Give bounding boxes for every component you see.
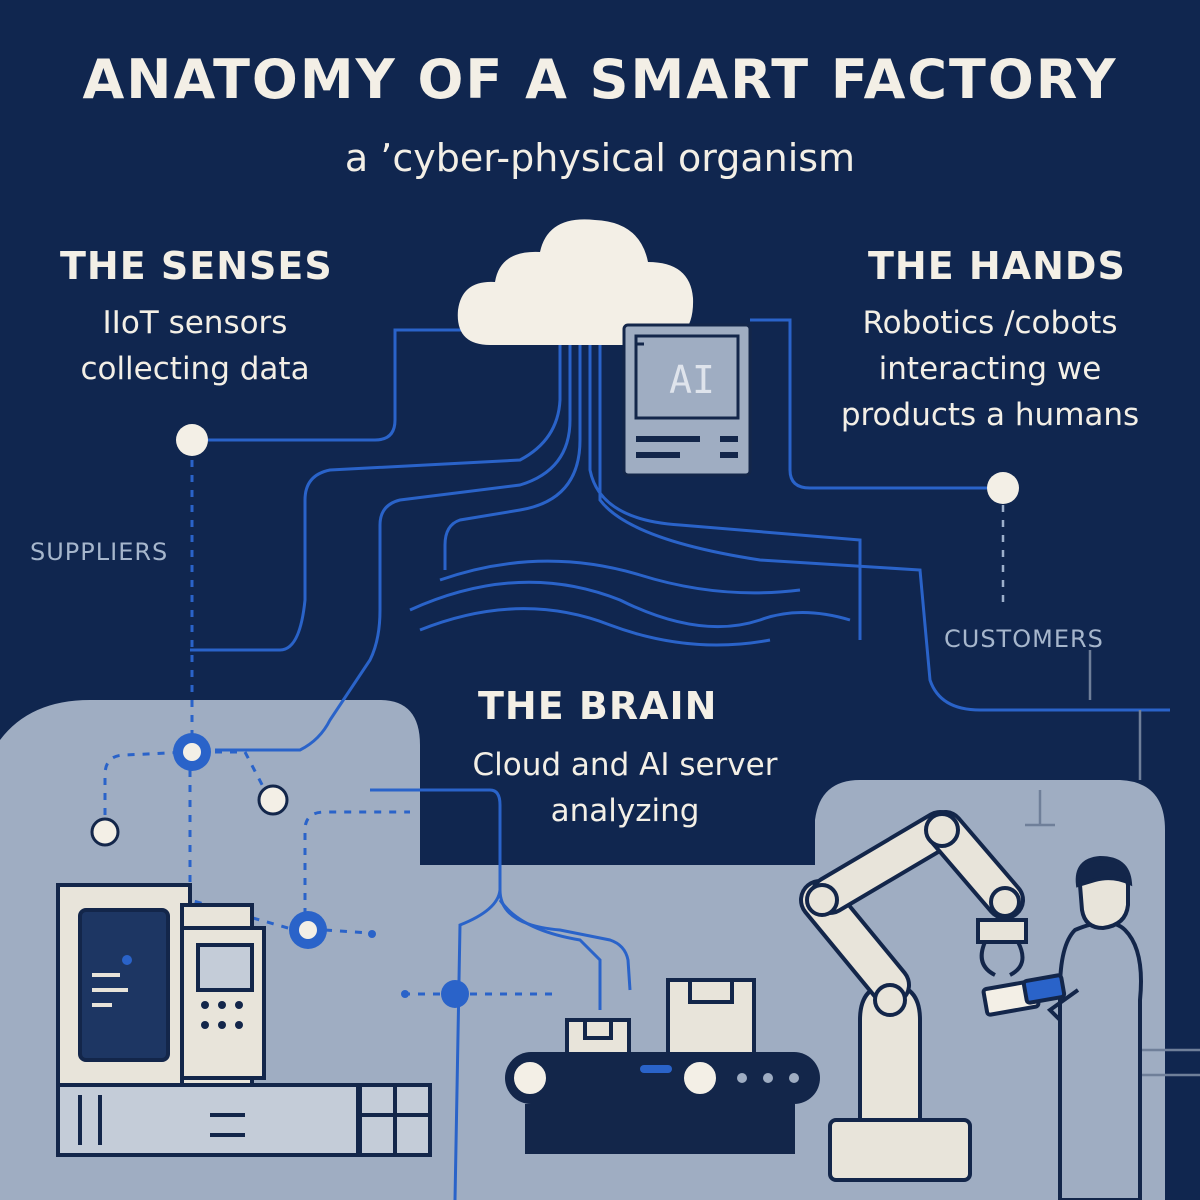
network-lines [190,305,1170,1200]
cloud-icon [457,219,694,345]
hands-description: Robotics /cobots interacting we products… [810,300,1170,438]
senses-line-1: IIoT sensors [102,305,288,341]
page-subtitle: a ’cyber-physical organism [344,136,856,180]
hands-line-2: interacting we [878,351,1102,387]
grey-lines [1025,650,1200,1077]
sensor-node-icon [90,424,1019,1008]
cnc-machine-icon [56,883,432,1157]
ai-server-icon [622,323,752,477]
senses-line-2: collecting data [80,351,310,387]
ai-server-label: AI [669,358,715,402]
worker-with-tablet-icon [981,855,1143,1200]
brain-line-2: analyzing [550,793,700,829]
suppliers-label: SUPPLIERS [30,538,169,566]
page-title: ANATOMY OF A SMART FACTORY [82,48,1118,111]
brain-heading: THE BRAIN [478,684,718,728]
conveyor-belt-icon [505,978,820,1154]
hands-heading: THE HANDS [868,244,1126,288]
hands-line-1: Robotics /cobots [862,305,1118,341]
brain-line-1: Cloud and AI server [472,747,778,783]
customers-label: CUSTOMERS [944,625,1104,653]
senses-heading: THE SENSES [60,244,333,288]
brain-description: Cloud and AI server analyzing [430,742,820,834]
senses-description: IIoT sensors collecting data [50,300,340,392]
hands-line-3: products a humans [840,397,1140,433]
dashed-connectors [103,460,560,996]
robot-arm-icon [799,810,1028,1182]
